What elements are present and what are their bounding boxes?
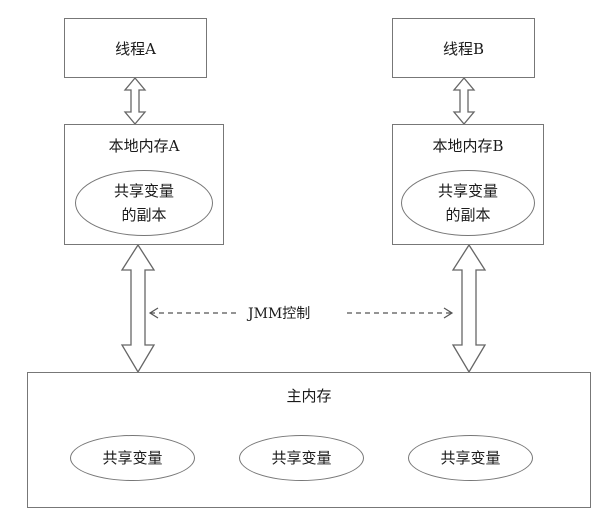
- thread-a-label: 线程A: [115, 40, 156, 58]
- local-memory-b-title: 本地内存B: [432, 137, 504, 155]
- thread-b-local-arrow: [452, 76, 476, 126]
- local-a-copy-line1: 共享变量: [113, 182, 174, 200]
- local-b-copy-ellipse: 共享变量 的副本: [401, 170, 535, 236]
- local-a-copy-line2: 的副本: [121, 206, 167, 224]
- local-b-copy-line1: 共享变量: [437, 182, 498, 200]
- local-memory-a-title: 本地内存A: [108, 137, 180, 155]
- shared-variable-label-2: 共享变量: [271, 449, 332, 467]
- jmm-arrowhead-left: [148, 307, 159, 319]
- thread-b-label: 线程B: [442, 40, 485, 58]
- local-b-main-arrow: [451, 243, 487, 374]
- jmm-control-label: JMM控制: [244, 303, 315, 323]
- local-b-copy-line2: 的副本: [445, 206, 491, 224]
- thread-a-local-arrow: [123, 76, 147, 126]
- jmm-arrowhead-right: [443, 307, 454, 319]
- shared-variable-ellipse-1: 共享变量: [70, 435, 195, 481]
- shared-variable-ellipse-3: 共享变量: [408, 435, 533, 481]
- local-memory-b-box: 本地内存B 共享变量 的副本: [392, 124, 544, 245]
- thread-b-box: 线程B: [392, 18, 535, 78]
- local-a-main-arrow: [120, 243, 156, 374]
- shared-variable-ellipse-2: 共享变量: [239, 435, 364, 481]
- local-memory-a-box: 本地内存A 共享变量 的副本: [64, 124, 224, 245]
- shared-variable-label-3: 共享变量: [440, 449, 501, 467]
- main-memory-title: 主内存: [286, 387, 332, 405]
- local-a-copy-ellipse: 共享变量 的副本: [75, 170, 213, 236]
- thread-a-box: 线程A: [64, 18, 207, 78]
- shared-variable-label-1: 共享变量: [102, 449, 163, 467]
- main-memory-box: 主内存 共享变量 共享变量 共享变量: [27, 372, 591, 508]
